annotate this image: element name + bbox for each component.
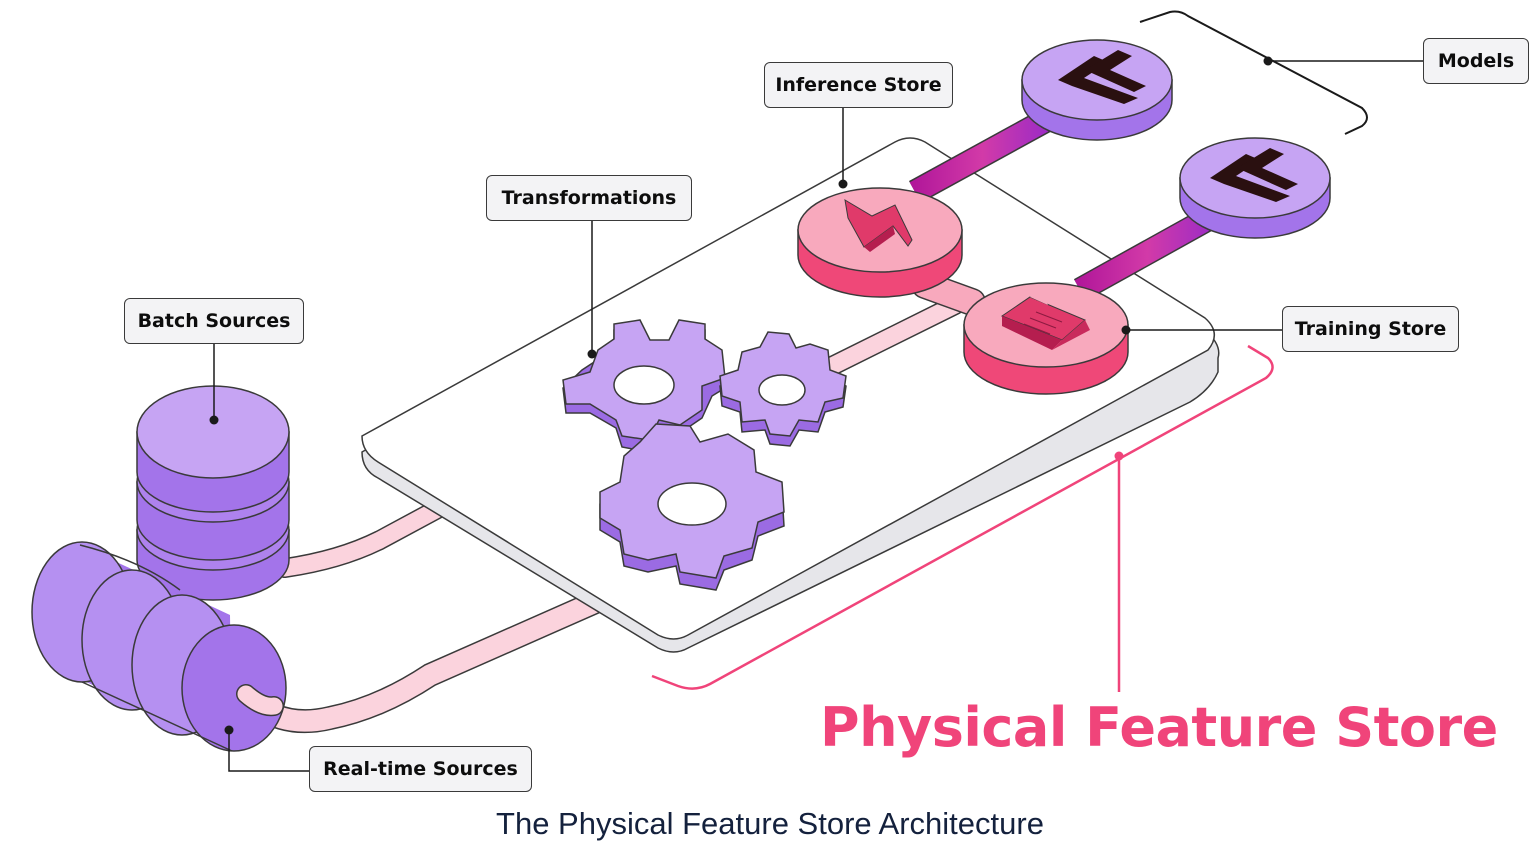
model-disk-top: [1021, 39, 1173, 141]
models-label: Models: [1423, 38, 1529, 84]
realtime-sources-label: Real-time Sources: [309, 746, 532, 792]
batch-sources-label: Batch Sources: [124, 298, 304, 344]
callout-anchors: [209, 179, 1131, 735]
models-bracket: [1139, 10, 1424, 135]
gear-icon: [562, 319, 726, 453]
training-store-label: Training Store: [1282, 306, 1459, 352]
inference-store-label: Inference Store: [764, 62, 953, 108]
stream-cylinder-icon: [31, 541, 287, 752]
lightning-bolt-icon: [844, 199, 913, 252]
gear-icon: [599, 423, 785, 591]
realtime-source-pipe: [233, 588, 612, 734]
training-model-pipe: [1073, 204, 1222, 301]
gear-icon: [719, 331, 847, 447]
fast-forward-arrows-icon: [1210, 148, 1298, 202]
training-store-disk: [963, 282, 1129, 395]
callout-leaders: [213, 106, 1283, 772]
physical-feature-store-title: Physical Feature Store: [820, 696, 1498, 759]
transformations-label: Transformations: [486, 175, 692, 221]
inference-model-pipe: [908, 107, 1057, 203]
batch-source-pipe: [275, 495, 455, 578]
feature-store-bracket: [651, 344, 1274, 692]
inference-store-disk: [797, 187, 963, 298]
figure-caption: The Physical Feature Store Architecture: [496, 806, 1044, 841]
fast-forward-arrows-icon: [1058, 50, 1146, 104]
database-cylinder-icon: [136, 385, 290, 601]
document-icon: [1000, 290, 1090, 350]
model-disk-bottom: [1179, 137, 1331, 239]
